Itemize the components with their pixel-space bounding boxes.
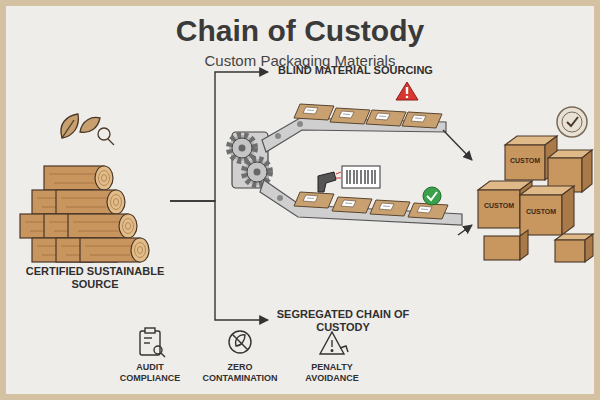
flow-arrow (443, 130, 472, 160)
box-stack (478, 136, 593, 262)
segregated-conveyor (260, 166, 462, 225)
subtitle: Custom Packaging Materials (0, 52, 600, 71)
blind-conveyor (262, 82, 446, 152)
node-text: CUSTOM (478, 202, 520, 211)
diagram-title: Chain of Custody (0, 12, 600, 50)
log-pile (20, 166, 149, 262)
benefit-label: ZERO CONTAMINATION (195, 362, 285, 385)
audit-badge (557, 107, 587, 137)
node-text: SEGREGATED CHAIN OF CUSTODY (268, 308, 418, 336)
benefit-label: AUDIT COMPLIANCE (110, 362, 190, 385)
flow-arrow (170, 201, 268, 320)
flow-arrow (458, 225, 472, 235)
sourcing-path: SEGREGATED CHAIN OF CUSTODY (268, 190, 458, 335)
flow-arrow (170, 72, 268, 201)
sourcing-path: BLIND MATERIAL SOURCING (268, 64, 443, 164)
node-text: CUSTOM (520, 208, 562, 217)
source-node: CERTIFIED SUSTAINABLE SOURCE (20, 110, 170, 292)
leaf-magnifier-icon (61, 114, 114, 145)
node-text: CERTIFIED SUSTAINABLE SOURCE (25, 265, 165, 293)
machine (229, 132, 270, 188)
node-text: CUSTOM (505, 157, 545, 166)
benefit-label: PENALTY AVOIDANCE (290, 362, 374, 385)
box-stack-node: CUSTOMCUSTOMCUSTOM (472, 130, 595, 270)
